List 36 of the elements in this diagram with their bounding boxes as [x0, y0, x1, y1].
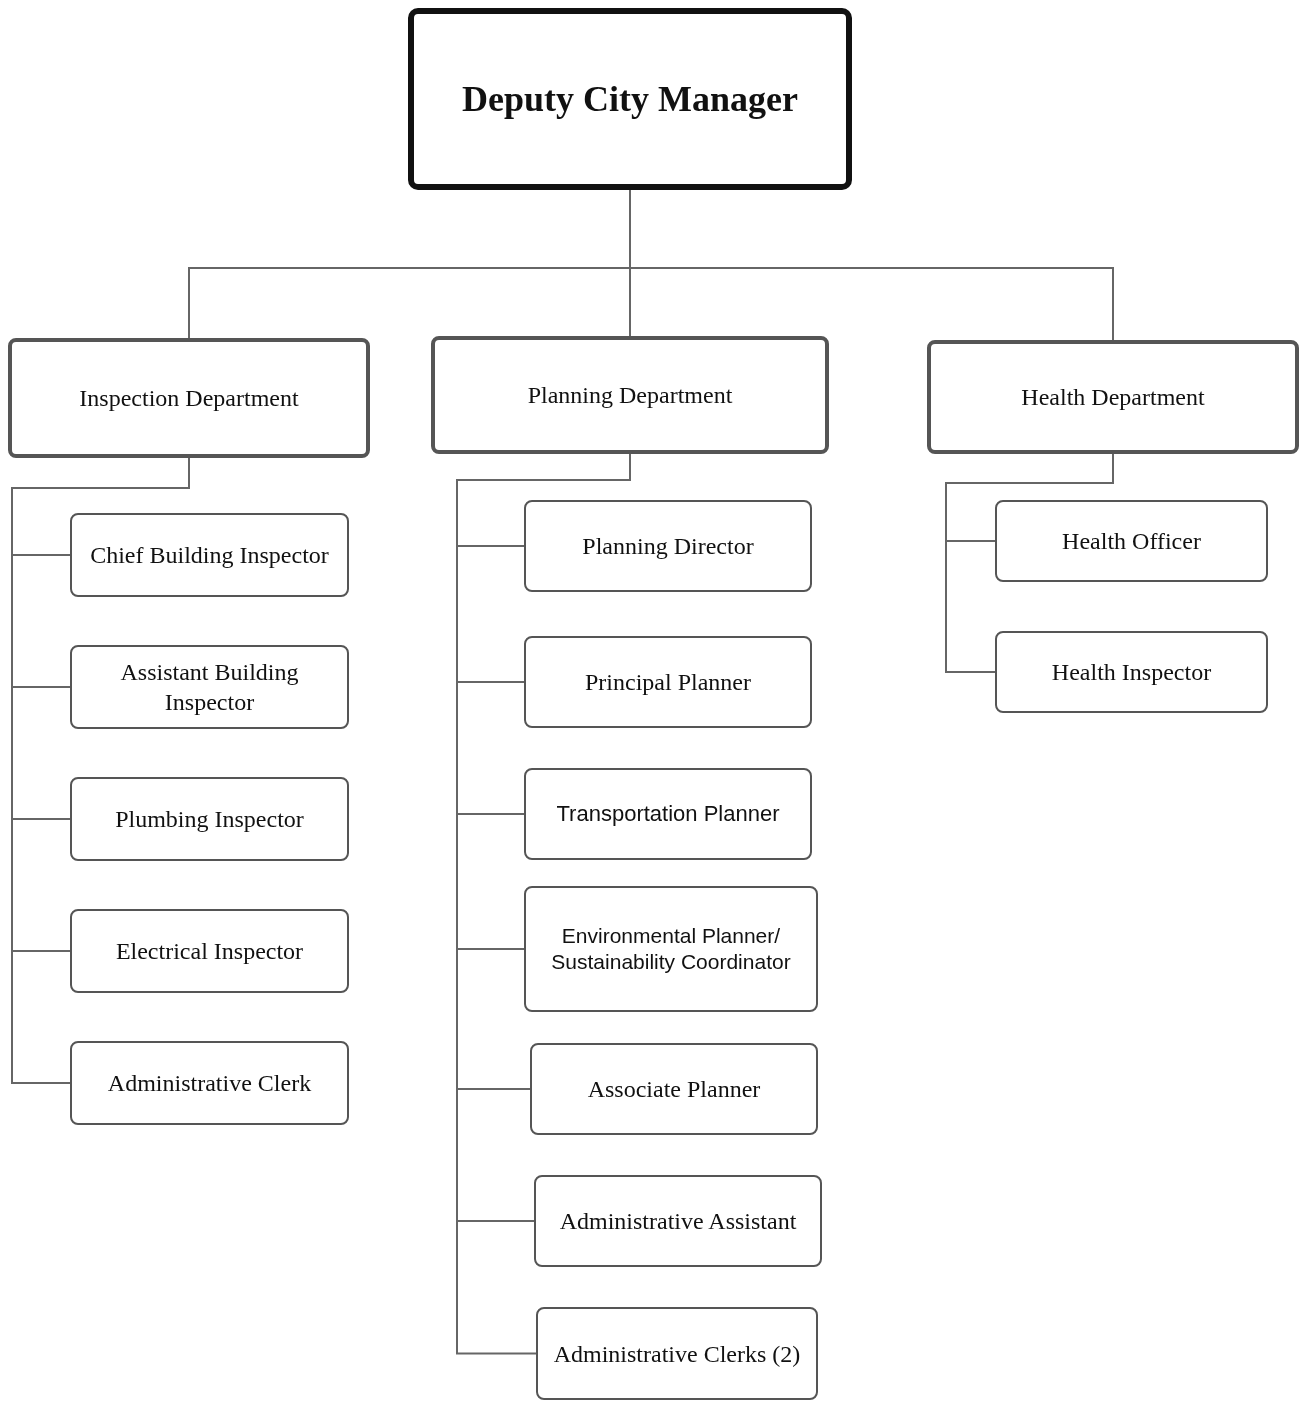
job-title: Chief Building Inspector [90, 541, 329, 570]
manager-box [408, 8, 852, 190]
department-box [431, 336, 829, 454]
job-title: Associate Planner [587, 1075, 761, 1104]
job-title: Health Inspector [1051, 658, 1212, 687]
position-box [995, 631, 1268, 713]
department-box [927, 340, 1299, 454]
job-title: Administrative Clerk [107, 1069, 312, 1098]
job-title: Environmental Planner/ Sustainability Coordinator [550, 922, 792, 975]
job-title: Planning Department [527, 381, 733, 410]
position-box [70, 1041, 349, 1125]
position-box [70, 645, 349, 729]
job-title: Plumbing Inspector [115, 805, 304, 834]
position-box [524, 768, 812, 860]
job-title: Assistant Building Inspector [119, 658, 300, 717]
job-title: Transportation Planner [556, 800, 780, 828]
position-box [536, 1307, 818, 1400]
position-box [524, 636, 812, 728]
job-title: Electrical Inspector [115, 937, 304, 966]
job-title: Deputy City Manager [462, 77, 798, 121]
position-box [524, 886, 818, 1012]
position-box [70, 513, 349, 597]
job-title: Administrative Assistant [559, 1207, 797, 1236]
job-title: Health Department [1021, 383, 1205, 412]
position-box [70, 909, 349, 993]
job-title: Inspection Department [79, 384, 299, 413]
position-box [70, 777, 349, 861]
position-box [530, 1043, 818, 1135]
job-title: Administrative Clerks (2) [553, 1339, 801, 1369]
job-title: Health Officer [1062, 527, 1201, 556]
job-title: Planning Director [582, 532, 754, 561]
position-box [534, 1175, 822, 1267]
job-title: Principal Planner [585, 668, 751, 697]
position-box [524, 500, 812, 592]
department-box [8, 338, 370, 458]
position-box [995, 500, 1268, 582]
